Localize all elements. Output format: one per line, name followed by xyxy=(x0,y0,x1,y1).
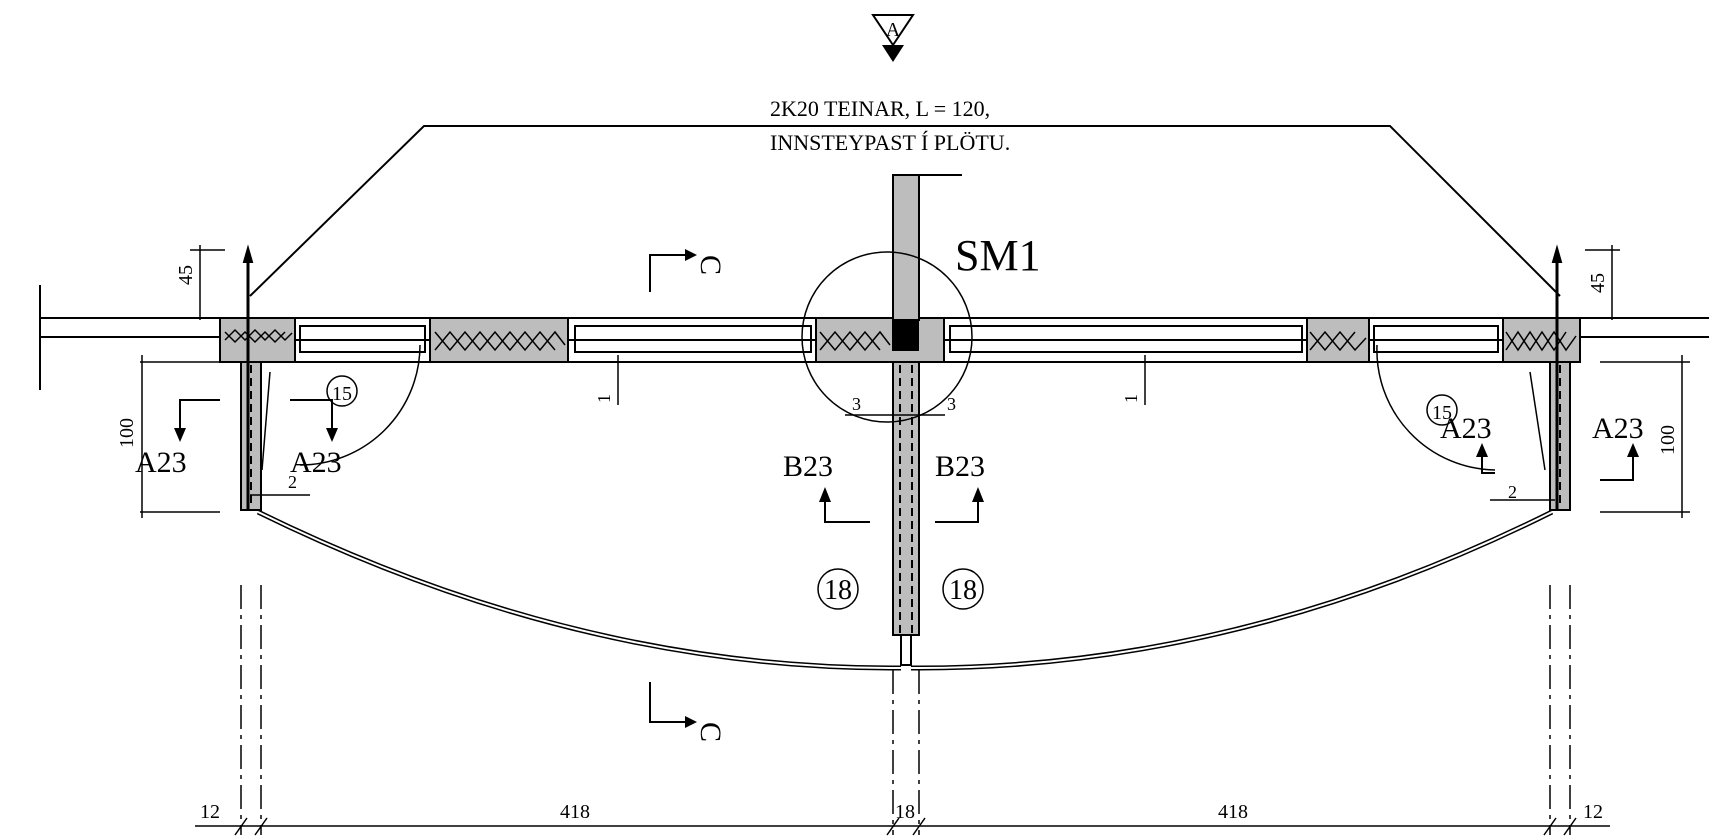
dim-bottom-1: 12 xyxy=(200,801,220,823)
detail-circle xyxy=(801,251,973,423)
dim-mid-3-left: 3 xyxy=(852,394,861,414)
dim-bottom-line xyxy=(195,817,1610,836)
note-line-1: 2K20 TEINAR, L = 120, xyxy=(770,96,990,121)
item-18-right-label: 18 xyxy=(949,575,977,606)
door-swing-left xyxy=(299,344,421,466)
section-c-bottom: C xyxy=(649,682,727,742)
section-c-top: C xyxy=(649,249,727,292)
item-18-left-label: 18 xyxy=(824,575,852,606)
slab-left xyxy=(39,285,220,390)
a-right-inner-label: A23 xyxy=(1440,412,1492,445)
section-b-left: B23 xyxy=(783,450,870,523)
item-18-left: 18 xyxy=(817,568,859,610)
dim-bottom-2: 418 xyxy=(560,801,590,823)
b-left-label: B23 xyxy=(783,450,833,483)
section-a-right-inner: A23 xyxy=(1440,412,1495,474)
item-15-right-label: 15 xyxy=(1432,402,1452,424)
b-right-label: B23 xyxy=(935,450,985,483)
section-c-top-label: C xyxy=(694,255,727,275)
dim-top-right: 45 xyxy=(1587,273,1609,293)
door-swing-right xyxy=(1376,344,1496,471)
section-a-left-outer: A23 xyxy=(135,399,220,479)
dim-gap-left: 1 xyxy=(594,394,614,403)
beam-band xyxy=(219,317,1581,363)
item-15-left: 15 xyxy=(326,375,358,407)
dim-bottom-4: 418 xyxy=(1218,801,1248,823)
section-marker-label: A xyxy=(886,19,901,41)
dim-side-left: 100 xyxy=(116,418,138,448)
dim-right-vertical xyxy=(1585,245,1690,518)
dim-bottom-3: 18 xyxy=(895,801,915,823)
dim-top-left: 45 xyxy=(175,265,197,285)
a-right-outer-label: A23 xyxy=(1592,412,1644,445)
insulation-hatch xyxy=(224,328,1577,352)
detail-title: SM1 xyxy=(955,231,1041,280)
curved-glass-right xyxy=(910,509,1554,671)
right-wall xyxy=(1549,244,1571,511)
section-b-right: B23 xyxy=(935,450,985,523)
a-left-outer-label: A23 xyxy=(135,446,187,479)
a-left-inner-label: A23 xyxy=(290,446,342,479)
item-15-right: 15 xyxy=(1426,394,1458,426)
dim-left-vertical xyxy=(140,245,225,518)
dim-right-2: 2 xyxy=(1508,482,1517,502)
curved-glass-right-inner xyxy=(910,511,1553,670)
dim-mid-3-right: 3 xyxy=(947,394,956,414)
curved-glass-left xyxy=(256,509,902,671)
item-18-right: 18 xyxy=(942,568,984,610)
section-a-right-outer: A23 xyxy=(1592,412,1644,481)
dim-bottom-5: 12 xyxy=(1583,801,1603,823)
dim-gap-right: 1 xyxy=(1121,394,1141,403)
dim-side-right: 100 xyxy=(1657,425,1679,455)
section-marker-a: A xyxy=(871,14,915,62)
section-a-left-inner: A23 xyxy=(290,399,342,479)
slab-right xyxy=(1580,317,1709,338)
note-line-2: INNSTEYPAST Í PLÖTU. xyxy=(770,130,1010,155)
item-15-left-label: 15 xyxy=(332,383,352,405)
rebar-outline xyxy=(249,125,1561,297)
center-lines xyxy=(240,585,1571,835)
dim-left-2: 2 xyxy=(288,472,297,492)
section-c-bottom-label: C xyxy=(694,722,727,742)
left-wall xyxy=(240,244,262,511)
center-column xyxy=(892,174,962,666)
curved-glass-left-inner xyxy=(257,511,902,670)
